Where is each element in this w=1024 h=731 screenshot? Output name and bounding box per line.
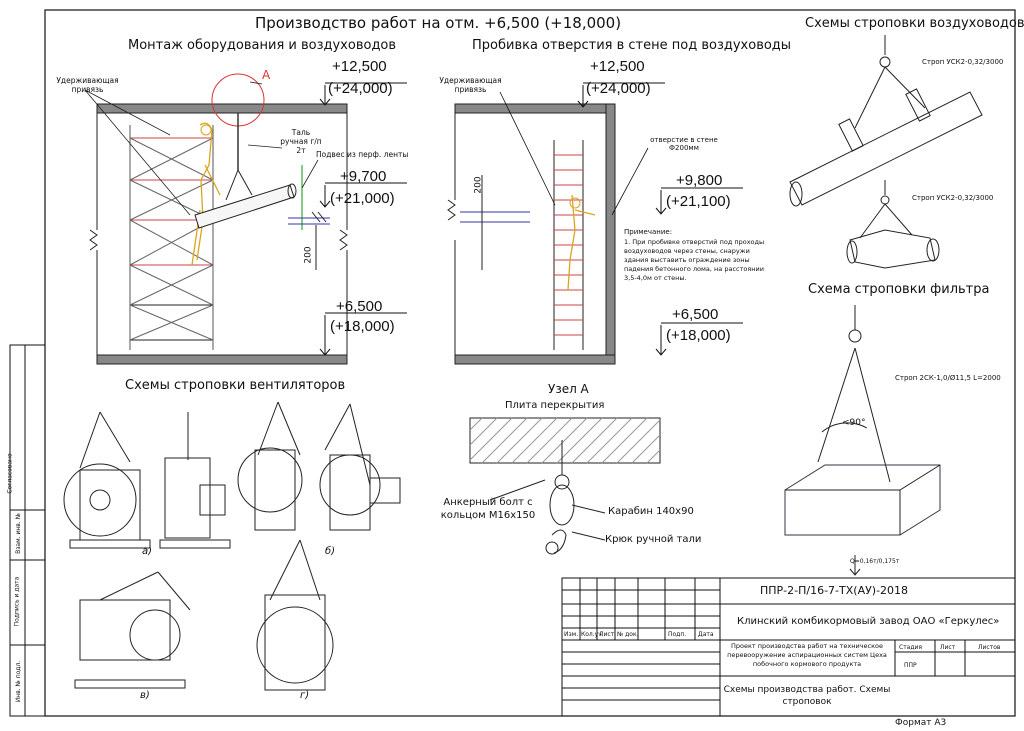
- left-room: [89, 73, 348, 365]
- left-level-top-abs: (+24,000): [328, 80, 393, 97]
- left-level-mid: +9,700: [340, 168, 387, 185]
- duct-slinging-drawing: [789, 35, 983, 269]
- note-text: 1. При пробивке отверстий под проходы во…: [624, 238, 765, 282]
- fan-label-a: а): [142, 546, 153, 557]
- slab-label: Плита перекрытия: [505, 400, 605, 411]
- stamp-plant: Клинский комбикормовый завод ОАО «Геркул…: [737, 616, 1000, 627]
- left-dim-200: 200: [303, 246, 314, 264]
- center-level-mid-abs: (+21,100): [666, 193, 731, 210]
- title-block-lines: [561, 577, 1016, 717]
- stamp-col-izm: Изм.: [564, 631, 579, 638]
- center-level-top: +12,500: [590, 58, 645, 75]
- stamp-stage-value: ППР: [904, 662, 917, 669]
- filter-angle-label: <90°: [842, 418, 866, 428]
- side-stamp-agreed: Согласовано: [6, 453, 14, 494]
- filter-sling-label: Строп 2СК-1,0/Ø11,5 L=2000: [895, 374, 1001, 382]
- center-level-bot-abs: (+18,000): [666, 327, 731, 344]
- stamp-sheet-title: Схемы производства работ. Схемы стропово…: [723, 685, 891, 707]
- stamp-col-kol: Кол.уч: [581, 631, 602, 638]
- node-a-title: Узел А: [548, 382, 589, 396]
- carabiner-label: Карабин 140x90: [608, 506, 694, 517]
- duct-slinging-title: Схемы строповки воздуховодов: [805, 16, 1024, 31]
- filter-slinging-title: Схема строповки фильтра: [808, 282, 990, 297]
- hanger-label: Подвес из перф. ленты: [316, 150, 409, 159]
- center-room: [447, 103, 616, 365]
- fan-slinging-title: Схемы строповки вентиляторов: [125, 378, 346, 393]
- side-stamp-replace: Взам. инв. №: [14, 513, 22, 554]
- center-level-top-abs: (+24,000): [586, 80, 651, 97]
- fan-label-b: б): [325, 546, 336, 557]
- note-title: Примечание:: [624, 228, 673, 236]
- hook-label: Крюк ручной тали: [605, 534, 702, 545]
- stamp-sheet-header: Лист: [940, 644, 956, 651]
- center-level-bot: +6,500: [672, 306, 719, 323]
- left-level-bot-abs: (+18,000): [330, 318, 395, 335]
- duct-sling-2-label: Строп УСК2-0,32/3000: [912, 194, 994, 202]
- node-a-drawing: [469, 417, 661, 555]
- stamp-col-doc: № док.: [617, 631, 639, 638]
- anchor-label: Анкерный болт с кольцом М16x150: [440, 497, 536, 521]
- fan-slinging-drawing: [63, 401, 401, 691]
- side-stamp-inventory: Инв. № подл.: [15, 660, 23, 703]
- center-view-title: Пробивка отверстия в стене под воздухово…: [472, 38, 792, 53]
- left-level-mid-abs: (+21,000): [330, 190, 395, 207]
- side-stamp-signature: Подпись и дата: [13, 576, 21, 627]
- stamp-stage-header: Стадия: [899, 644, 923, 651]
- center-level-mid: +9,800: [676, 172, 723, 189]
- sheet-format: Формат А3: [895, 718, 947, 728]
- fan-label-c: в): [140, 690, 150, 701]
- stamp-project: Проект производства работ на техническое…: [727, 642, 887, 668]
- center-restraint-label: Удерживающая привязь: [439, 76, 502, 94]
- fan-label-d: г): [300, 690, 310, 701]
- left-level-bot: +6,500: [336, 298, 383, 315]
- stamp-sheets-header: Листов: [978, 644, 1001, 651]
- stamp-col-list: Лист: [599, 631, 615, 638]
- opening-label: отверстие в стене Ф200мм: [650, 136, 718, 152]
- main-title: Производство работ на отм. +6,500 (+18,0…: [255, 14, 622, 32]
- filter-slinging-drawing: [784, 305, 941, 576]
- duct-sling-1-label: Строп УСК2-0,32/3000: [922, 58, 1004, 66]
- stamp-col-sign: Подп.: [668, 631, 687, 638]
- hoist-label: Таль ручная г/п 2т: [280, 128, 322, 155]
- stamp-col-date: Дата: [698, 631, 714, 638]
- stamp-code: ППР-2-П/16-7-ТХ(АУ)-2018: [760, 584, 909, 597]
- left-view-title: Монтаж оборудования и воздуховодов: [128, 38, 397, 53]
- node-ref-label: А: [262, 68, 271, 82]
- center-dim-200: 200: [473, 176, 484, 194]
- left-level-top: +12,500: [332, 58, 387, 75]
- filter-load-label: Q=0,16т/0,175т: [850, 558, 900, 565]
- left-restraint-label: Удерживающая привязь: [56, 76, 119, 94]
